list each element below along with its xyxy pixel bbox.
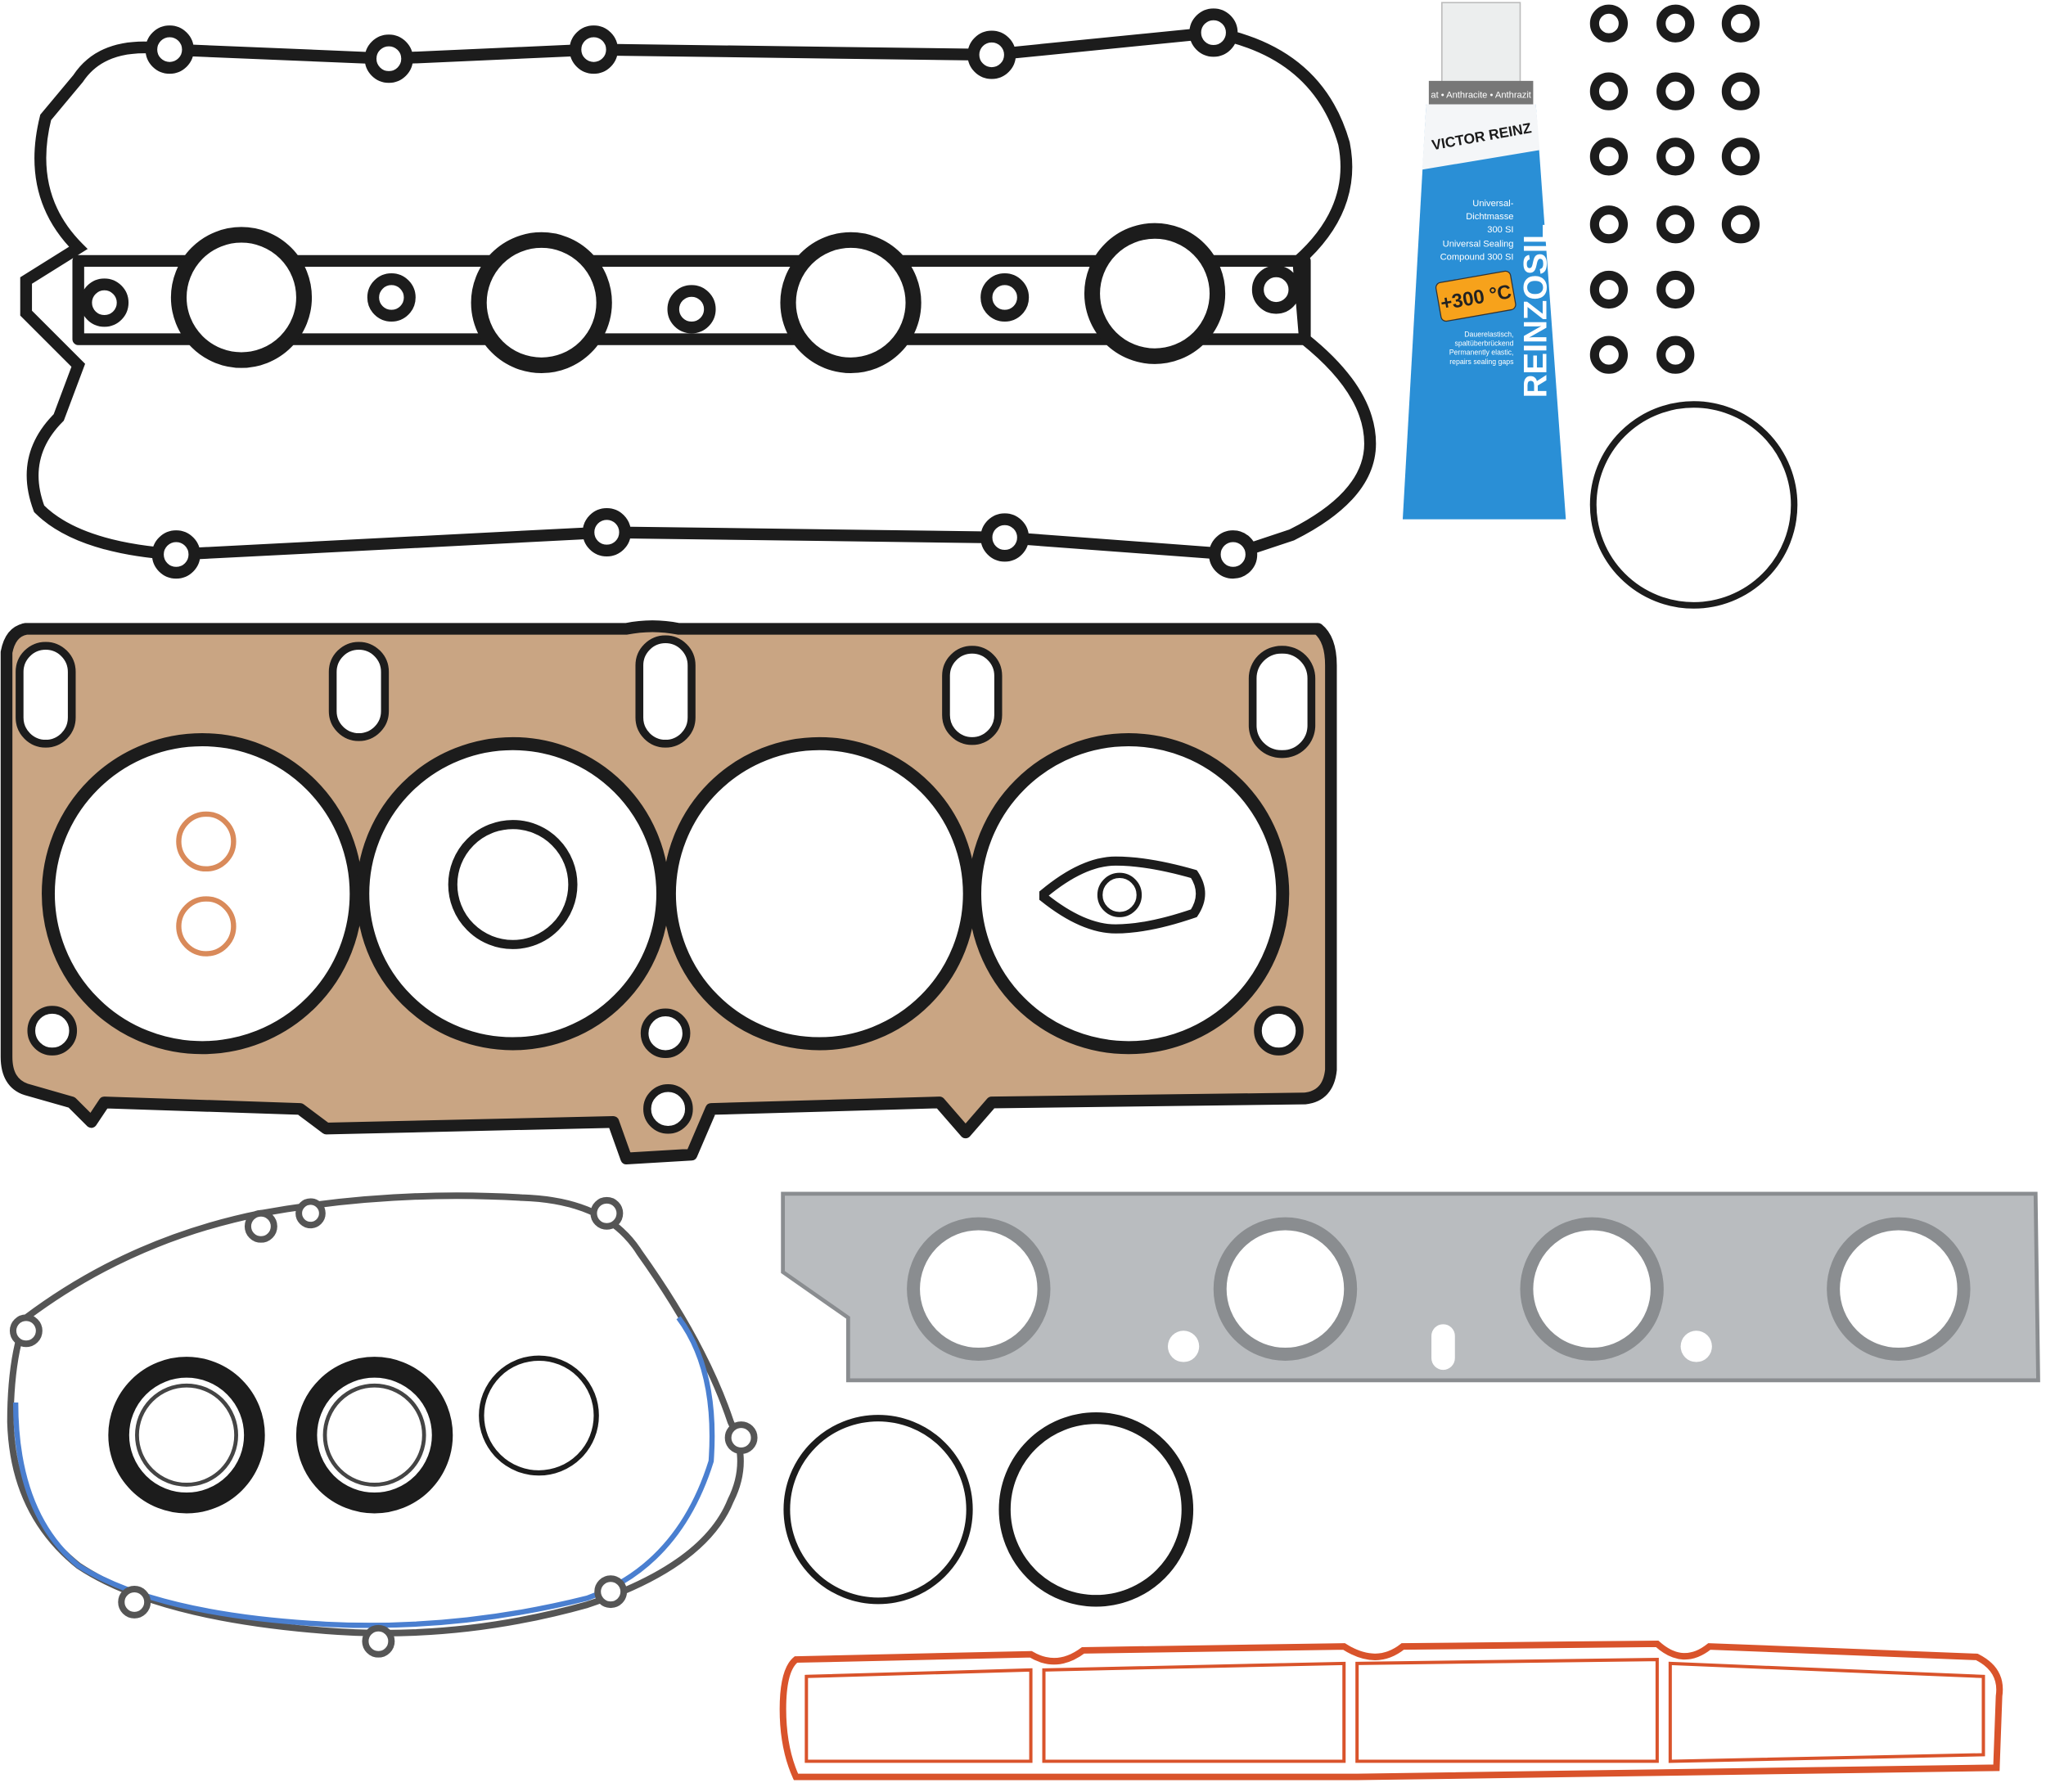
valve-stem-seals bbox=[1589, 4, 1760, 374]
tube-cap-band: at • Anthracite • Anthrazit bbox=[1431, 91, 1531, 101]
flange-gasket bbox=[1039, 856, 1206, 934]
tube-product-name: REINZOSIL bbox=[1517, 224, 1553, 398]
tube-text: Universal Sealing bbox=[1443, 239, 1514, 249]
o-ring bbox=[998, 1412, 1194, 1607]
tube-text: spaltüberbrückend bbox=[1455, 340, 1514, 348]
tube-text: Dichtmasse bbox=[1466, 212, 1513, 222]
tube-text: Permanently elastic, bbox=[1449, 349, 1514, 357]
cylinder-head-gasket bbox=[0, 620, 1337, 1165]
sealant-tube: at • Anthracite • Anthrazit VICTOR REINZ… bbox=[1402, 2, 1566, 520]
tube-text: 300 SI bbox=[1487, 225, 1513, 235]
tube-text: repairs sealing gaps bbox=[1449, 358, 1514, 366]
copper-washer bbox=[176, 896, 237, 957]
exhaust-manifold-gasket bbox=[781, 1191, 2040, 1383]
tube-text: Universal- bbox=[1472, 199, 1513, 209]
timing-cover-gasket bbox=[7, 1192, 758, 1658]
intake-manifold-gasket bbox=[779, 1640, 2003, 1781]
o-ring bbox=[479, 1355, 599, 1476]
shaft-seal bbox=[295, 1357, 453, 1514]
shaft-seal bbox=[108, 1357, 265, 1514]
o-ring bbox=[783, 1415, 973, 1605]
valve-cover-gasket bbox=[20, 8, 1377, 579]
tube-text: Dauerelastisch, bbox=[1464, 330, 1513, 338]
copper-washer bbox=[176, 811, 237, 872]
o-ring bbox=[448, 820, 578, 949]
tube-text: Compound 300 SI bbox=[1440, 252, 1514, 262]
large-o-ring bbox=[1589, 401, 1798, 609]
